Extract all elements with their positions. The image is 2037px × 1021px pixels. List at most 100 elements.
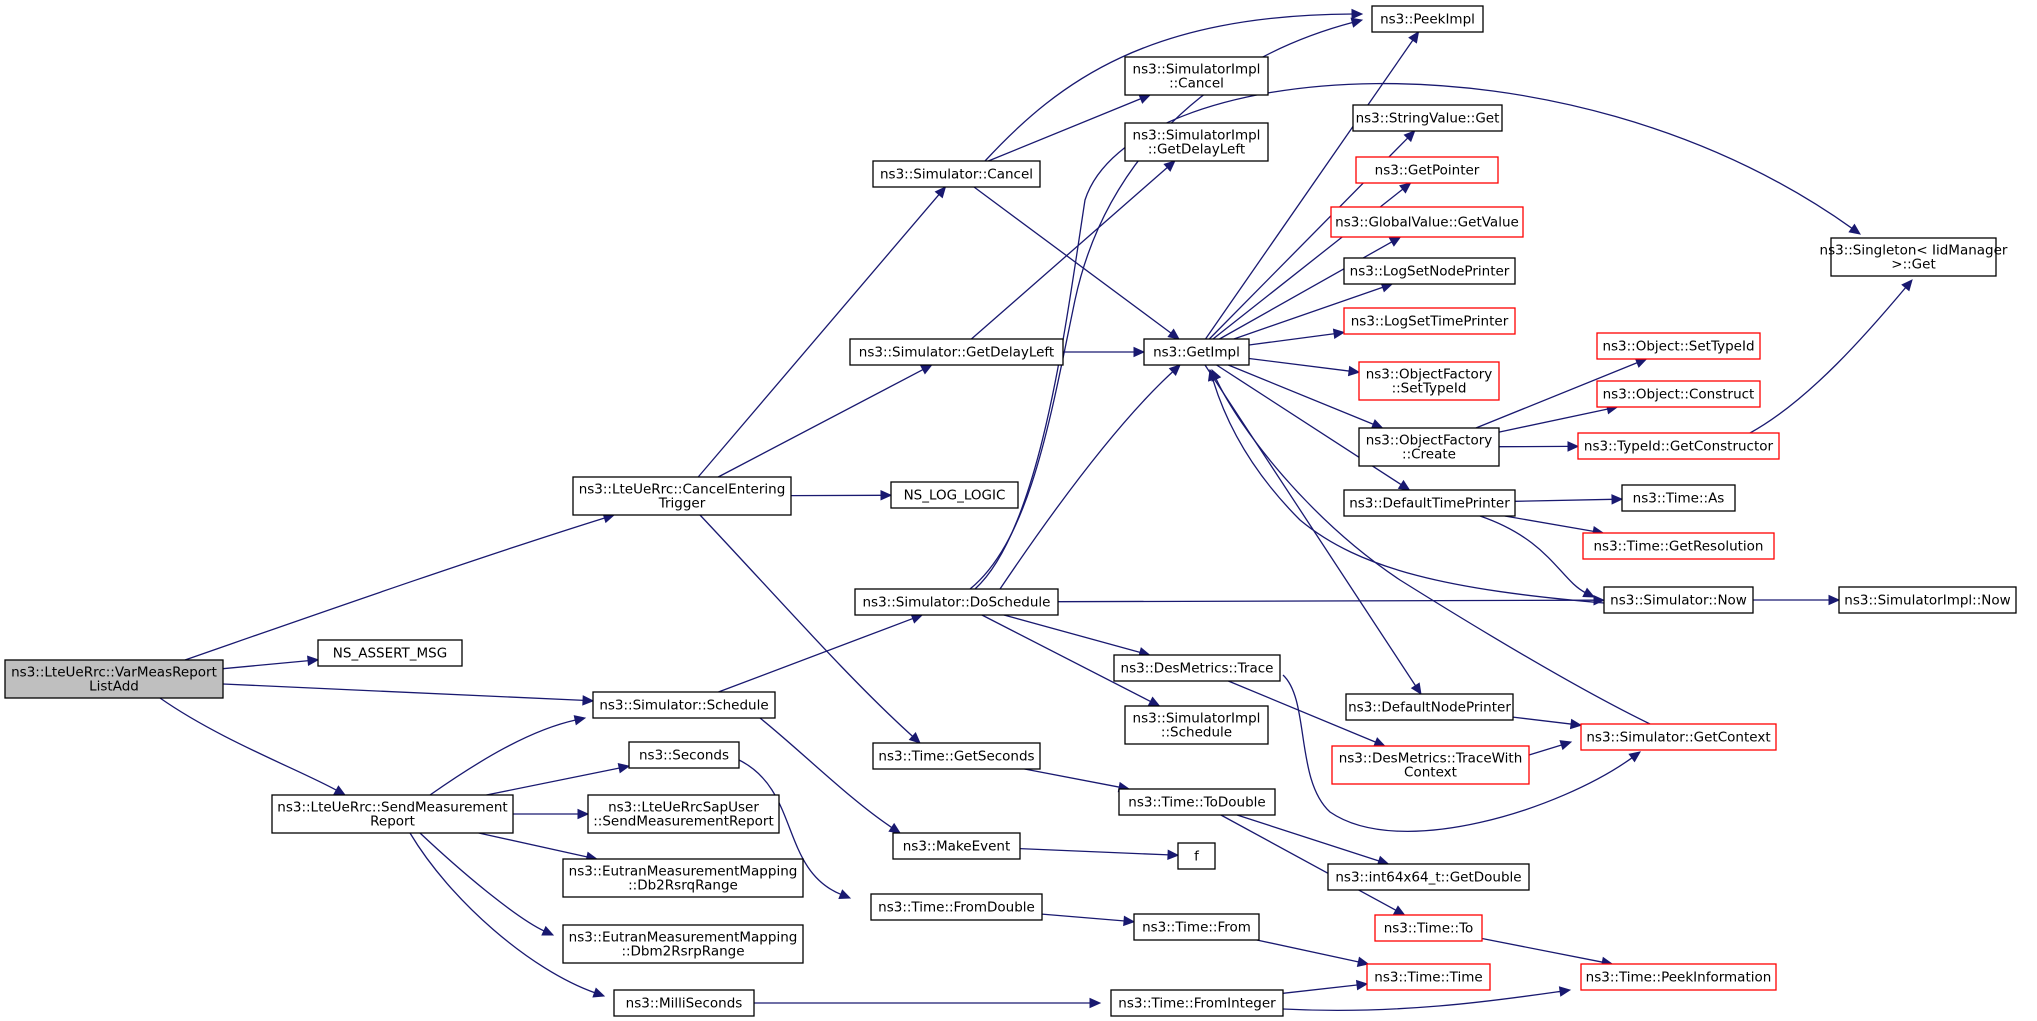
node-timeFrom[interactable]: ns3::Time::From: [1133, 913, 1260, 941]
node-implSchedule[interactable]: ns3::SimulatorImpl::Schedule: [1124, 705, 1269, 745]
node-label-makeEvent-line-0: ns3::MakeEvent: [903, 839, 1011, 855]
node-label-traceWithContext-line-1: Context: [1404, 765, 1457, 781]
node-desTrace[interactable]: ns3::DesMetrics::Trace: [1113, 654, 1281, 682]
arrowhead-defaultTimePrinter-to-simulatorNow: [1582, 587, 1596, 598]
node-ofCreate[interactable]: ns3::ObjectFactory::Create: [1358, 427, 1500, 467]
arrowhead-defaultTimePrinter-to-timeAs: [1611, 494, 1624, 505]
node-logSetTimePrinter[interactable]: ns3::LogSetTimePrinter: [1343, 307, 1516, 335]
node-schedule[interactable]: ns3::Simulator::Schedule: [592, 691, 776, 719]
arrowhead-getImpl-to-ofCreate: [1370, 419, 1384, 429]
arrowhead-simCancel-to-implCancel: [1138, 94, 1152, 104]
node-defaultTimePrinter[interactable]: ns3::DefaultTimePrinter: [1343, 489, 1516, 517]
edge-cancelEntering-to-timeGetSeconds: [699, 514, 914, 738]
node-box-timeGetResolution: [1582, 532, 1775, 560]
node-simulatorImplNow[interactable]: ns3::SimulatorImpl::Now: [1838, 586, 2017, 614]
edge-doSchedule-to-singletonGet: [974, 82, 1854, 590]
arrowhead-doSchedule-to-peekImpl: [1350, 17, 1364, 28]
edge-simCancel-to-peekImpl: [984, 13, 1354, 162]
node-stringValueGet[interactable]: ns3::StringValue::Get: [1352, 104, 1503, 132]
node-typeIdGetConstructor[interactable]: ns3::TypeId::GetConstructor: [1577, 432, 1780, 460]
arrowhead-schedule-to-makeEvent: [888, 822, 902, 834]
edge-simCancel-to-getImpl: [973, 186, 1173, 335]
node-timeToDouble[interactable]: ns3::Time::ToDouble: [1118, 788, 1276, 816]
node-box-traceWithContext: [1331, 745, 1530, 785]
node-timeTime[interactable]: ns3::Time::Time: [1366, 963, 1491, 991]
node-dbm2rsrp[interactable]: ns3::EutranMeasurementMapping::Dbm2RsrpR…: [562, 924, 804, 964]
node-label-ofCreate-line-1: ::Create: [1402, 447, 1456, 463]
node-nsLogLogic[interactable]: NS_LOG_LOGIC: [890, 481, 1019, 509]
node-timeTo[interactable]: ns3::Time::To: [1374, 914, 1483, 942]
edge-sendMeas-to-milliSeconds: [409, 832, 596, 994]
node-makeEvent[interactable]: ns3::MakeEvent: [892, 832, 1021, 860]
edge-sendMeas-to-schedule: [429, 719, 577, 796]
arrowhead-milliSeconds-to-timeFromInteger: [1089, 997, 1102, 1009]
edge-sendMeas-to-seconds: [486, 767, 621, 796]
node-simGetDelayLeft[interactable]: ns3::Simulator::GetDelayLeft: [849, 338, 1064, 366]
node-timeAs[interactable]: ns3::Time::As: [1621, 484, 1736, 512]
node-label-desTrace-line-0: ns3::DesMetrics::Trace: [1121, 661, 1274, 677]
node-peekImpl[interactable]: ns3::PeekImpl: [1371, 5, 1484, 33]
node-box-logSetNodePrinter: [1343, 257, 1516, 285]
edge-doSchedule-to-getImpl: [999, 370, 1174, 590]
node-label-defaultTimePrinter-line-0: ns3::DefaultTimePrinter: [1349, 496, 1510, 512]
arrowhead-simGetContext-to-getImpl: [1211, 368, 1222, 382]
node-box-milliSeconds: [613, 989, 755, 1017]
node-timeGetResolution[interactable]: ns3::Time::GetResolution: [1582, 532, 1775, 560]
edge-traceWithContext-to-simGetContext: [1528, 744, 1563, 756]
node-timeGetSeconds[interactable]: ns3::Time::GetSeconds: [872, 742, 1041, 770]
node-box-singletonGet: [1830, 237, 1997, 277]
node-getImpl[interactable]: ns3::GetImpl: [1143, 338, 1250, 366]
node-label-defaultNodePrinter-line-0: ns3::DefaultNodePrinter: [1348, 700, 1511, 716]
edge-seconds-to-timeFromDouble: [738, 759, 842, 896]
node-milliSeconds[interactable]: ns3::MilliSeconds: [613, 989, 755, 1017]
edge-getImpl-to-ofCreate: [1228, 364, 1375, 426]
node-box-simCancel: [872, 160, 1041, 188]
node-timePeekInformation[interactable]: ns3::Time::PeekInformation: [1580, 963, 1777, 991]
node-int64GetDouble[interactable]: ns3::int64x64_t::GetDouble: [1327, 863, 1530, 891]
node-objectSetTypeId[interactable]: ns3::Object::SetTypeId: [1596, 332, 1761, 360]
node-label-implSchedule-line-1: ::Schedule: [1161, 725, 1232, 741]
edge-getImpl-to-defaultNodePrinter: [1204, 364, 1417, 687]
node-box-logSetTimePrinter: [1343, 307, 1516, 335]
arrowhead-root-to-sendMeas: [333, 785, 347, 796]
node-logSetNodePrinter[interactable]: ns3::LogSetNodePrinter: [1343, 257, 1516, 285]
node-implCancel[interactable]: ns3::SimulatorImpl::Cancel: [1124, 56, 1269, 96]
node-objectConstruct[interactable]: ns3::Object::Construct: [1596, 380, 1761, 408]
node-label-sendMeas-line-1: Report: [370, 814, 415, 830]
node-label-timeFrom-line-0: ns3::Time::From: [1142, 920, 1251, 936]
edge-schedule-to-doSchedule: [718, 617, 914, 693]
node-doSchedule[interactable]: ns3::Simulator::DoSchedule: [854, 588, 1059, 616]
node-sendMeas[interactable]: ns3::LteUeRrc::SendMeasurementReport: [271, 794, 514, 834]
node-label-dbm2rsrp-line-1: ::Dbm2RsrpRange: [621, 944, 744, 960]
node-f[interactable]: f: [1177, 842, 1216, 870]
node-label-getImpl-line-0: ns3::GetImpl: [1153, 345, 1240, 361]
node-nsAssert[interactable]: NS_ASSERT_MSG: [317, 639, 463, 667]
node-getPointer[interactable]: ns3::GetPointer: [1355, 156, 1499, 184]
node-label-sendMeas-line-0: ns3::LteUeRrc::SendMeasurement: [277, 800, 507, 816]
node-globalValueGetValue[interactable]: ns3::GlobalValue::GetValue: [1330, 206, 1524, 238]
node-timeFromDouble[interactable]: ns3::Time::FromDouble: [870, 893, 1043, 921]
node-implGetDelayLeft[interactable]: ns3::SimulatorImpl::GetDelayLeft: [1124, 122, 1269, 162]
node-seconds[interactable]: ns3::Seconds: [628, 741, 740, 769]
node-timeFromInteger[interactable]: ns3::Time::FromInteger: [1110, 989, 1284, 1017]
node-simulatorNow[interactable]: ns3::Simulator::Now: [1603, 586, 1754, 614]
node-box-getPointer: [1355, 156, 1499, 184]
node-singletonGet[interactable]: ns3::Singleton< IidManager>::Get: [1820, 237, 2008, 277]
edge-getImpl-to-globalValueGetValue: [1219, 240, 1393, 340]
node-sapUser[interactable]: ns3::LteUeRrcSapUser::SendMeasurementRep…: [587, 794, 780, 834]
node-simCancel[interactable]: ns3::Simulator::Cancel: [872, 160, 1041, 188]
arrowhead-getImpl-to-getPointer: [1399, 182, 1412, 194]
node-db2rsrq[interactable]: ns3::EutranMeasurementMapping::Db2RsrqRa…: [562, 858, 804, 898]
node-label-nsLogLogic-line-0: NS_LOG_LOGIC: [904, 488, 1006, 504]
node-simGetContext[interactable]: ns3::Simulator::GetContext: [1580, 723, 1777, 751]
node-label-globalValueGetValue-line-0: ns3::GlobalValue::GetValue: [1335, 215, 1519, 231]
node-defaultNodePrinter[interactable]: ns3::DefaultNodePrinter: [1345, 693, 1514, 721]
node-ofSetTypeId[interactable]: ns3::ObjectFactory::SetTypeId: [1358, 361, 1500, 401]
node-label-simGetDelayLeft-line-0: ns3::Simulator::GetDelayLeft: [859, 345, 1054, 361]
node-box-getImpl: [1143, 338, 1250, 366]
edge-doSchedule-to-desTrace: [1003, 614, 1142, 654]
node-label-timeGetResolution-line-0: ns3::Time::GetResolution: [1593, 539, 1763, 555]
